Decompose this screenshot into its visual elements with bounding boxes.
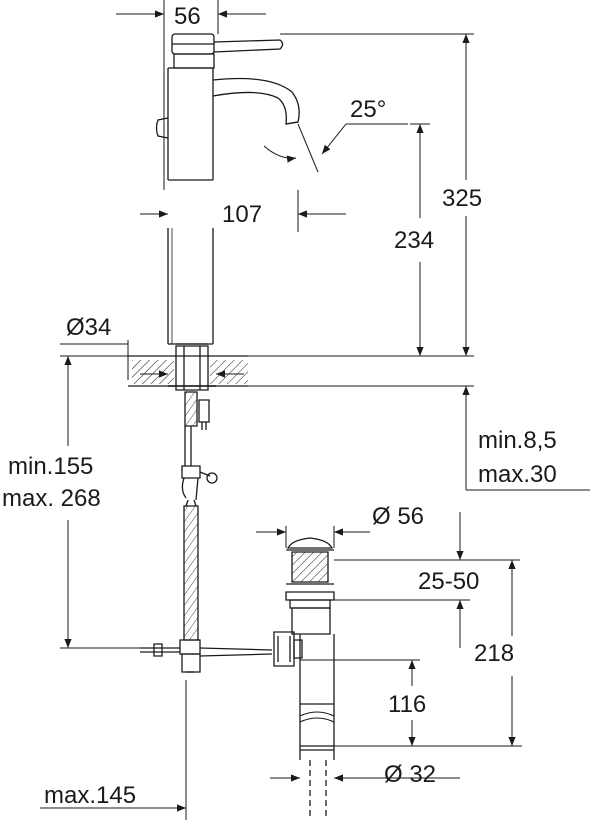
pull-rod xyxy=(140,644,272,656)
dim-pipe-diameter: Ø 32 xyxy=(384,761,437,788)
dim-angle: 25° xyxy=(350,96,387,123)
countertop-section xyxy=(128,346,248,390)
dimension-lines xyxy=(40,0,590,820)
dim-width-top: 56 xyxy=(174,3,201,30)
supply-hose xyxy=(180,392,217,672)
dim-height-spout: 234 xyxy=(394,227,435,254)
dim-reach: 107 xyxy=(222,201,263,228)
dim-height-total: 325 xyxy=(442,185,483,212)
dim-waste-range: 25-50 xyxy=(418,568,480,595)
dim-hose-min: min.155 xyxy=(8,453,94,480)
dim-waste-pipe: 116 xyxy=(388,691,427,718)
pop-up-waste xyxy=(274,538,334,820)
dim-diameter-hole: Ø34 xyxy=(66,314,112,341)
dim-waste-height: 218 xyxy=(474,640,515,667)
faucet-body xyxy=(157,34,300,344)
dim-deck-max: max.30 xyxy=(478,461,557,488)
dim-waste-diameter: Ø 56 xyxy=(372,503,425,530)
dim-rod-max: max.145 xyxy=(44,782,137,809)
dim-hose-max: max. 268 xyxy=(2,485,101,512)
dim-deck-min: min.8,5 xyxy=(478,427,557,454)
